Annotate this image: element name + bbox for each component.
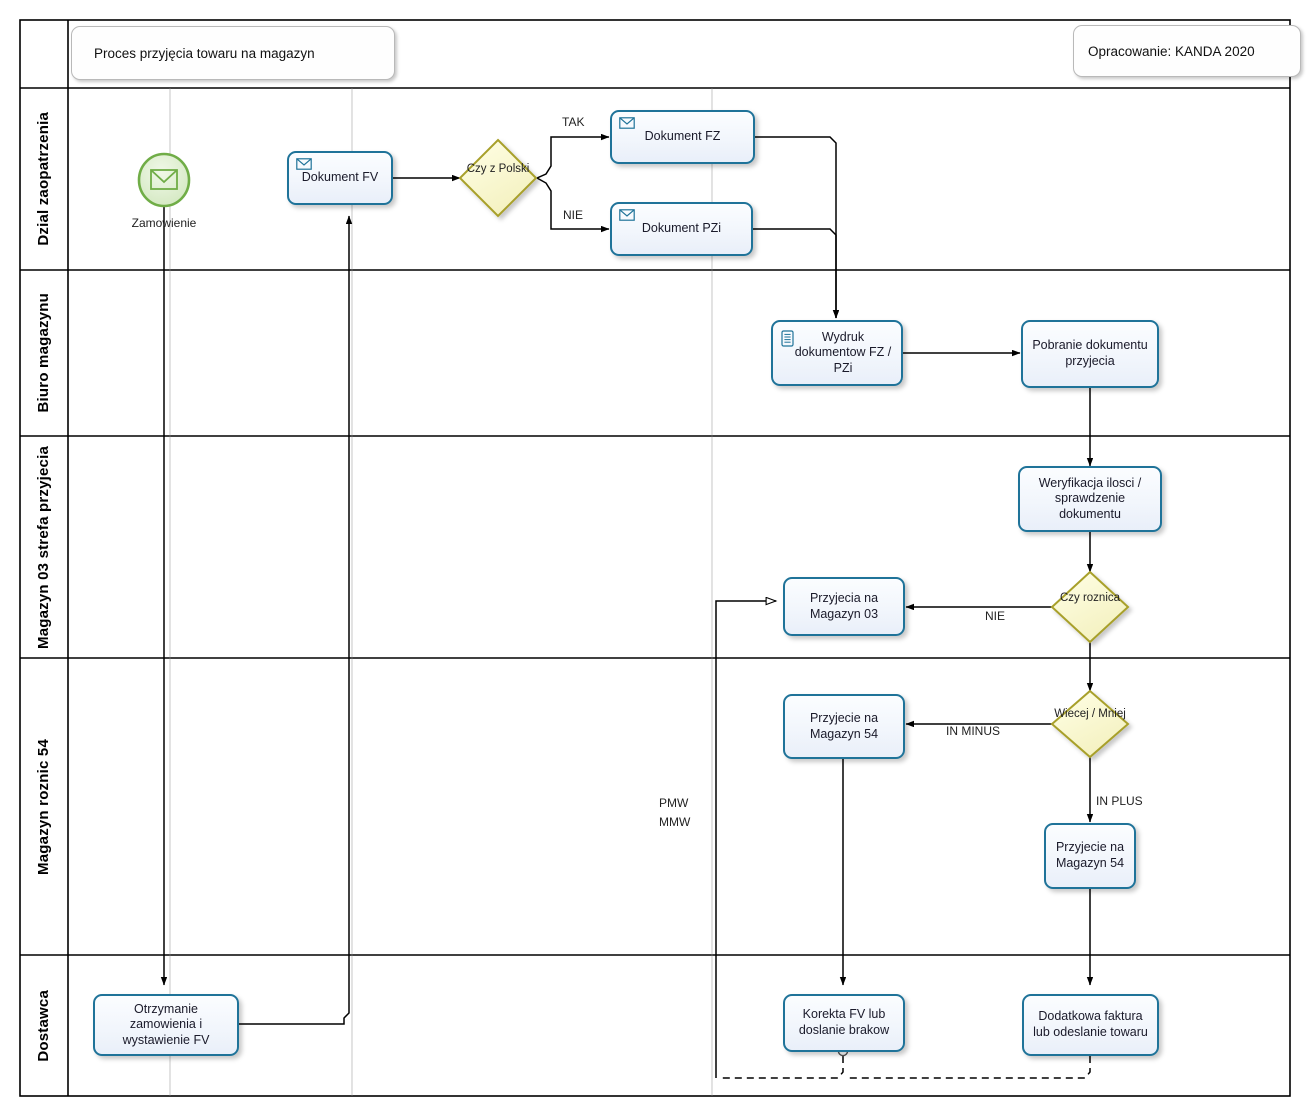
credit-label: Opracowanie: KANDA 2020 xyxy=(1088,43,1255,59)
gateway-czy-z-polski[interactable] xyxy=(458,138,538,218)
flow-label-in-plus: IN PLUS xyxy=(1096,794,1143,808)
diagram-title-box: Proces przyjęcia towaru na magazyn xyxy=(71,26,395,80)
task-otrzymanie-zamowienia[interactable]: Otrzymanie zamowienia i wystawienie FV xyxy=(93,994,239,1056)
flow-label-nie-polski: NIE xyxy=(563,208,584,222)
task-label: Dodatkowa faktura lub odeslanie towaru xyxy=(1033,1009,1148,1039)
flow-label-tak: TAK xyxy=(562,115,585,129)
task-label: Przyjecie na Magazyn 54 xyxy=(1055,840,1125,870)
lane-header-dzial-zaopatrzenia: Dzial zaopatrzenia xyxy=(20,88,68,270)
task-dodatkowa-faktura[interactable]: Dodatkowa faktura lub odeslanie towaru xyxy=(1022,994,1159,1056)
task-label: Weryfikacja ilosci / sprawdzenie dokumen… xyxy=(1038,475,1142,521)
lane-header-magazyn-roznic-54: Magazyn roznic 54 xyxy=(20,658,68,955)
task-label: Wydruk dokumentow FZ / PZi xyxy=(794,329,892,375)
task-wydruk-dokumentow[interactable]: Wydruk dokumentow FZ / PZi xyxy=(771,320,903,386)
envelope-icon xyxy=(619,209,635,221)
lane-label-dzial-zaopatrzenia: Dzial zaopatrzenia xyxy=(35,112,53,246)
gateway-label-czy-z-polski: Czy z Polski xyxy=(466,163,530,175)
lane-header-magazyn-03: Magazyn 03 strefa przyjecia xyxy=(20,436,68,658)
envelope-icon xyxy=(296,158,312,170)
task-label: Dokument FV xyxy=(301,170,379,185)
task-korekta-fv[interactable]: Korekta FV lub doslanie brakow xyxy=(783,994,905,1052)
gateway-label-wiecej-mniej: Wiecej / Mniej xyxy=(1054,708,1126,720)
task-label: Przyjecie na Magazyn 54 xyxy=(809,710,879,741)
sequence-flows xyxy=(160,133,1094,1078)
gateway-wiecej-mniej[interactable] xyxy=(1050,689,1130,759)
page-title: Proces przyjęcia towaru na magazyn xyxy=(94,45,315,61)
flow-label-in-minus: IN MINUS xyxy=(946,724,1000,738)
milestone-separators xyxy=(169,88,713,1096)
start-event-label: Zamowienie xyxy=(131,216,197,230)
message-flows xyxy=(722,1056,1091,1079)
flow-label-pmw: PMW xyxy=(659,796,689,810)
start-event-zamowienie[interactable] xyxy=(137,152,191,208)
task-przyjecia-magazyn-03[interactable]: Przyjecia na Magazyn 03 xyxy=(783,577,905,636)
pool-frame xyxy=(19,19,1291,1097)
lane-label-magazyn-roznic-54: Magazyn roznic 54 xyxy=(35,738,53,875)
lane-label-magazyn-03: Magazyn 03 strefa przyjecia xyxy=(35,445,53,649)
task-label: Przyjecia na Magazyn 03 xyxy=(809,590,879,621)
flow-label-mmw: MMW xyxy=(659,815,691,829)
lane-label-dostawca: Dostawca xyxy=(35,989,53,1062)
lane-header-biuro-magazynu: Biuro magazynu xyxy=(20,270,68,436)
task-dokument-fz[interactable]: Dokument FZ xyxy=(610,110,755,164)
task-dokument-fv[interactable]: Dokument FV xyxy=(287,151,393,205)
task-label: Otrzymanie zamowienia i wystawienie FV xyxy=(122,1001,210,1047)
task-dokument-pzi[interactable]: Dokument PZi xyxy=(610,202,753,256)
task-przyjecie-magazyn-54-plus[interactable]: Przyjecie na Magazyn 54 xyxy=(1044,823,1136,889)
task-pobranie-dokumentu[interactable]: Pobranie dokumentu przyjecia xyxy=(1021,320,1159,388)
task-label: Korekta FV lub doslanie brakow xyxy=(798,1007,890,1037)
credit-box: Opracowanie: KANDA 2020 xyxy=(1073,25,1301,77)
lane-label-biuro-magazynu: Biuro magazynu xyxy=(35,293,53,413)
gateway-label-czy-roznica: Czy roznica xyxy=(1059,592,1121,604)
task-label: Dokument PZi xyxy=(641,221,722,236)
envelope-icon xyxy=(619,117,635,129)
lane-header-dostawca: Dostawca xyxy=(20,955,68,1096)
gateway-czy-roznica[interactable] xyxy=(1050,570,1130,644)
envelope-icon xyxy=(150,169,178,190)
task-weryfikacja-ilosci[interactable]: Weryfikacja ilosci / sprawdzenie dokumen… xyxy=(1018,466,1162,532)
task-przyjecie-magazyn-54-minus[interactable]: Przyjecie na Magazyn 54 xyxy=(783,694,905,759)
task-label: Dokument FZ xyxy=(644,129,721,144)
flow-label-nie-roznica: NIE xyxy=(985,609,1006,623)
script-icon xyxy=(781,330,794,347)
task-label: Pobranie dokumentu przyjecia xyxy=(1032,338,1148,368)
